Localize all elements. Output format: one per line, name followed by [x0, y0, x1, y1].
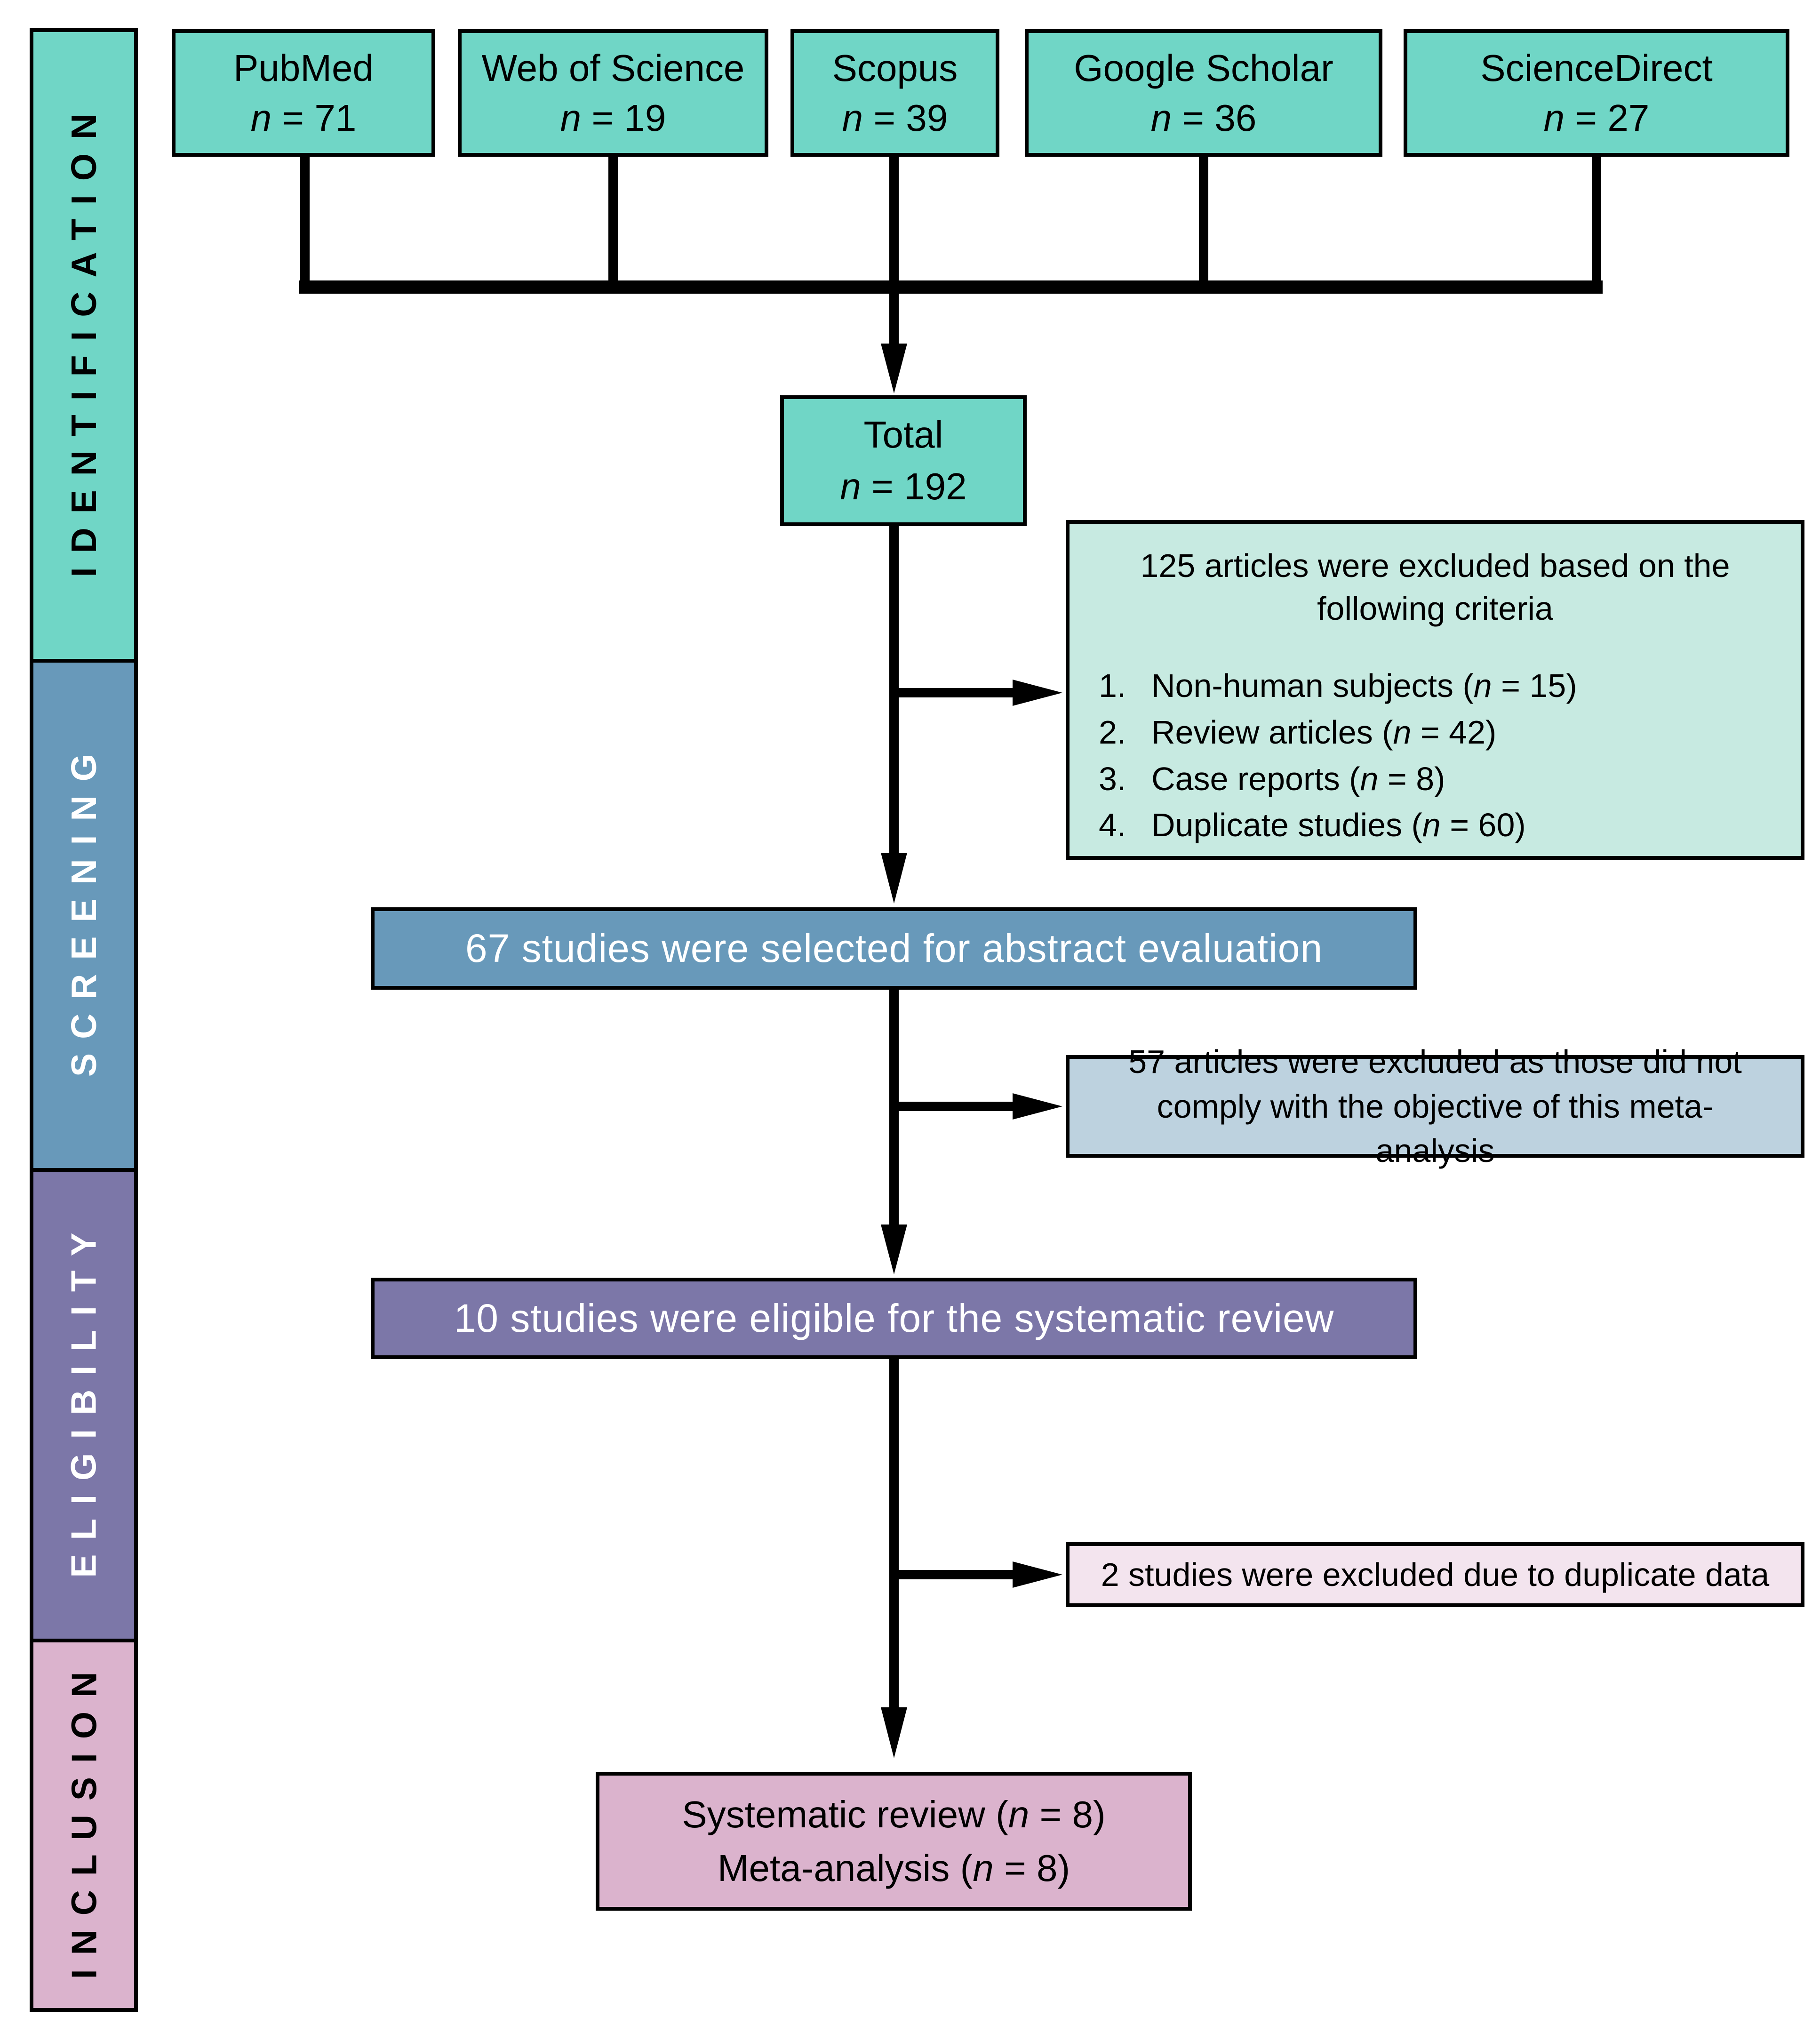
total-box: Total n = 192: [780, 395, 1027, 526]
exclusion1-item: 3. Case reports (n = 8): [1099, 760, 1445, 797]
total-count: n = 192: [840, 465, 967, 507]
eligibility-result-text: 10 studies were eligible for the systema…: [454, 1296, 1334, 1340]
exclusion-box-1: 125 articles were excluded based on the …: [1066, 520, 1804, 860]
exclusion1-item: 2. Review articles (n = 42): [1099, 713, 1497, 751]
exclusion3-text: 2 studies were excluded due to duplicate…: [1101, 1556, 1770, 1593]
stage-identification-label: IDENTIFICATION: [64, 99, 104, 577]
exclusion1-item: 1. Non-human subjects (n = 15): [1099, 667, 1577, 704]
arrowhead-down-screening: [881, 853, 907, 904]
source-count: n = 71: [250, 96, 357, 139]
arrowhead-down-eligibility: [881, 1225, 907, 1274]
total-label: Total: [863, 413, 943, 456]
arrowhead-down-inclusion: [881, 1707, 907, 1758]
stage-screening: SCREENING: [33, 663, 134, 1168]
source-count: n = 27: [1543, 96, 1650, 139]
arrowhead-right-exclusion3: [1013, 1561, 1062, 1588]
stage-inclusion-label: INCLUSION: [64, 1657, 104, 1979]
source-label: PubMed: [233, 47, 374, 89]
screening-result-box: 67 studies were selected for abstract ev…: [371, 907, 1417, 990]
exclusion-box-3: 2 studies were excluded due to duplicate…: [1066, 1542, 1804, 1607]
inclusion-line-systematic-review: Systematic review (n = 8): [682, 1793, 1106, 1835]
inclusion-line-meta-analysis: Meta-analysis (n = 8): [717, 1847, 1070, 1889]
stage-eligibility-label: ELIGIBILITY: [64, 1218, 104, 1578]
screening-result-text: 67 studies were selected for abstract ev…: [465, 926, 1323, 970]
inclusion-result-box: Systematic review (n = 8) Meta-analysis …: [596, 1772, 1192, 1911]
source-count: n = 39: [842, 96, 948, 139]
arrowhead-down-total: [881, 344, 907, 393]
source-box-web-of-science: Web of Science n = 19: [458, 29, 768, 157]
source-label: Scopus: [832, 47, 958, 89]
stage-eligibility: ELIGIBILITY: [33, 1172, 134, 1639]
source-label: ScienceDirect: [1480, 47, 1713, 89]
source-box-sciencedirect: ScienceDirect n = 27: [1404, 29, 1789, 157]
source-count: n = 19: [560, 96, 666, 139]
exclusion2-text: 57 articles were excluded as those did n…: [1128, 1043, 1742, 1169]
stage-screening-label: SCREENING: [64, 740, 104, 1077]
source-count: n = 36: [1150, 96, 1257, 139]
arrowhead-right-exclusion1: [1013, 680, 1062, 706]
exclusion1-list: 1. Non-human subjects (n = 15) 2. Review…: [1088, 664, 1782, 850]
exclusion1-item: 4. Duplicate studies (n = 60): [1099, 807, 1526, 844]
source-label: Google Scholar: [1074, 47, 1333, 89]
stage-inclusion: INCLUSION: [33, 1642, 134, 2008]
stage-identification: IDENTIFICATION: [33, 32, 134, 659]
exclusion1-heading: 125 articles were excluded based on the …: [1140, 547, 1730, 627]
arrowhead-right-exclusion2: [1013, 1093, 1062, 1120]
arrowheads: [881, 344, 1062, 1758]
stage-rail: IDENTIFICATION SCREENING ELIGIBILITY INC…: [30, 28, 138, 2012]
source-box-google-scholar: Google Scholar n = 36: [1025, 29, 1382, 157]
connector-lines: [299, 157, 1603, 1712]
source-box-pubmed: PubMed n = 71: [172, 29, 435, 157]
eligibility-result-box: 10 studies were eligible for the systema…: [371, 1278, 1417, 1359]
exclusion-box-2: 57 articles were excluded as those did n…: [1066, 1043, 1804, 1169]
source-label: Web of Science: [481, 47, 745, 89]
source-box-scopus: Scopus n = 39: [790, 29, 999, 157]
